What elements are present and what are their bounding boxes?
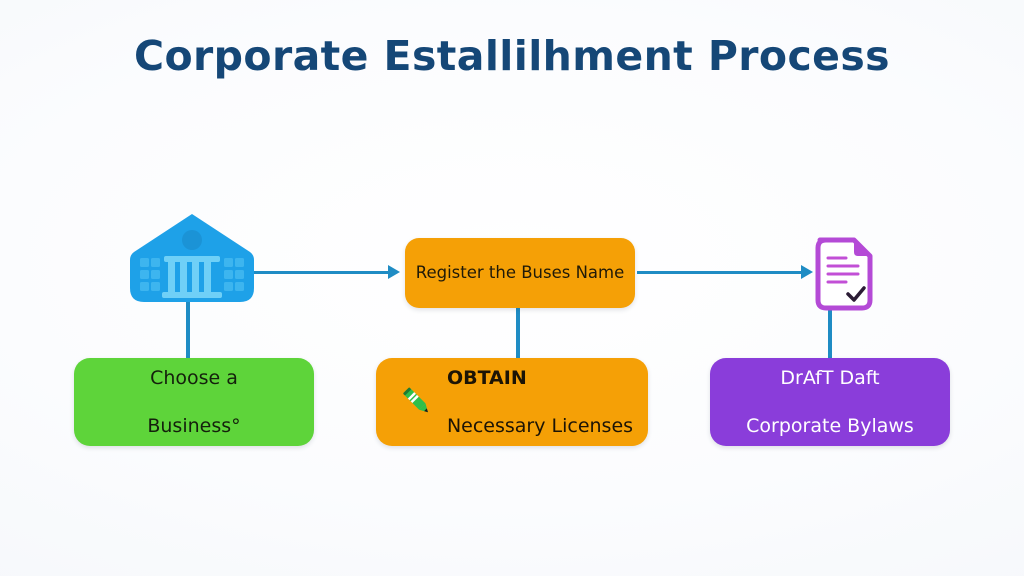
node-draft-corporate-bylaws[interactable]: DrAfT Daft Corporate Bylaws — [710, 358, 950, 446]
node-obtain-label-line2: Necessary Licenses — [446, 415, 634, 438]
connector-register-to-document — [637, 271, 803, 274]
connector-document-to-bylaws — [828, 305, 832, 361]
node-choose-label-block: Choose a Business° — [147, 341, 240, 463]
connector-register-to-obtain — [516, 305, 520, 361]
node-choose-business[interactable]: Choose a Business° — [74, 358, 314, 446]
arrow-head-icon — [801, 265, 813, 279]
bank-building-icon — [128, 212, 256, 304]
node-bylaws-label-line2: Corporate Bylaws — [746, 415, 914, 438]
node-register-label: Register the Buses Name — [415, 263, 625, 283]
node-bylaws-label-block: DrAfT Daft Corporate Bylaws — [746, 341, 914, 463]
node-register-business-name[interactable]: Register the Buses Name — [405, 238, 635, 308]
page-title: Corporate Estallilhment Process — [134, 32, 890, 80]
node-choose-label-line1: Choose a — [150, 366, 238, 389]
arrow-head-icon — [388, 265, 400, 279]
node-obtain-label-block: OBTAIN Necessary Licenses — [447, 341, 633, 463]
node-obtain-licenses[interactable]: OBTAIN Necessary Licenses — [376, 358, 648, 446]
connector-building-to-choose — [186, 300, 190, 362]
node-obtain-label-line1: OBTAIN — [446, 366, 527, 389]
pencil-icon — [399, 384, 435, 420]
node-choose-label-line2: Business° — [147, 415, 241, 438]
connector-building-to-register — [252, 271, 390, 274]
node-bylaws-label-line1: DrAfT Daft — [780, 366, 880, 389]
document-check-icon — [812, 236, 876, 312]
